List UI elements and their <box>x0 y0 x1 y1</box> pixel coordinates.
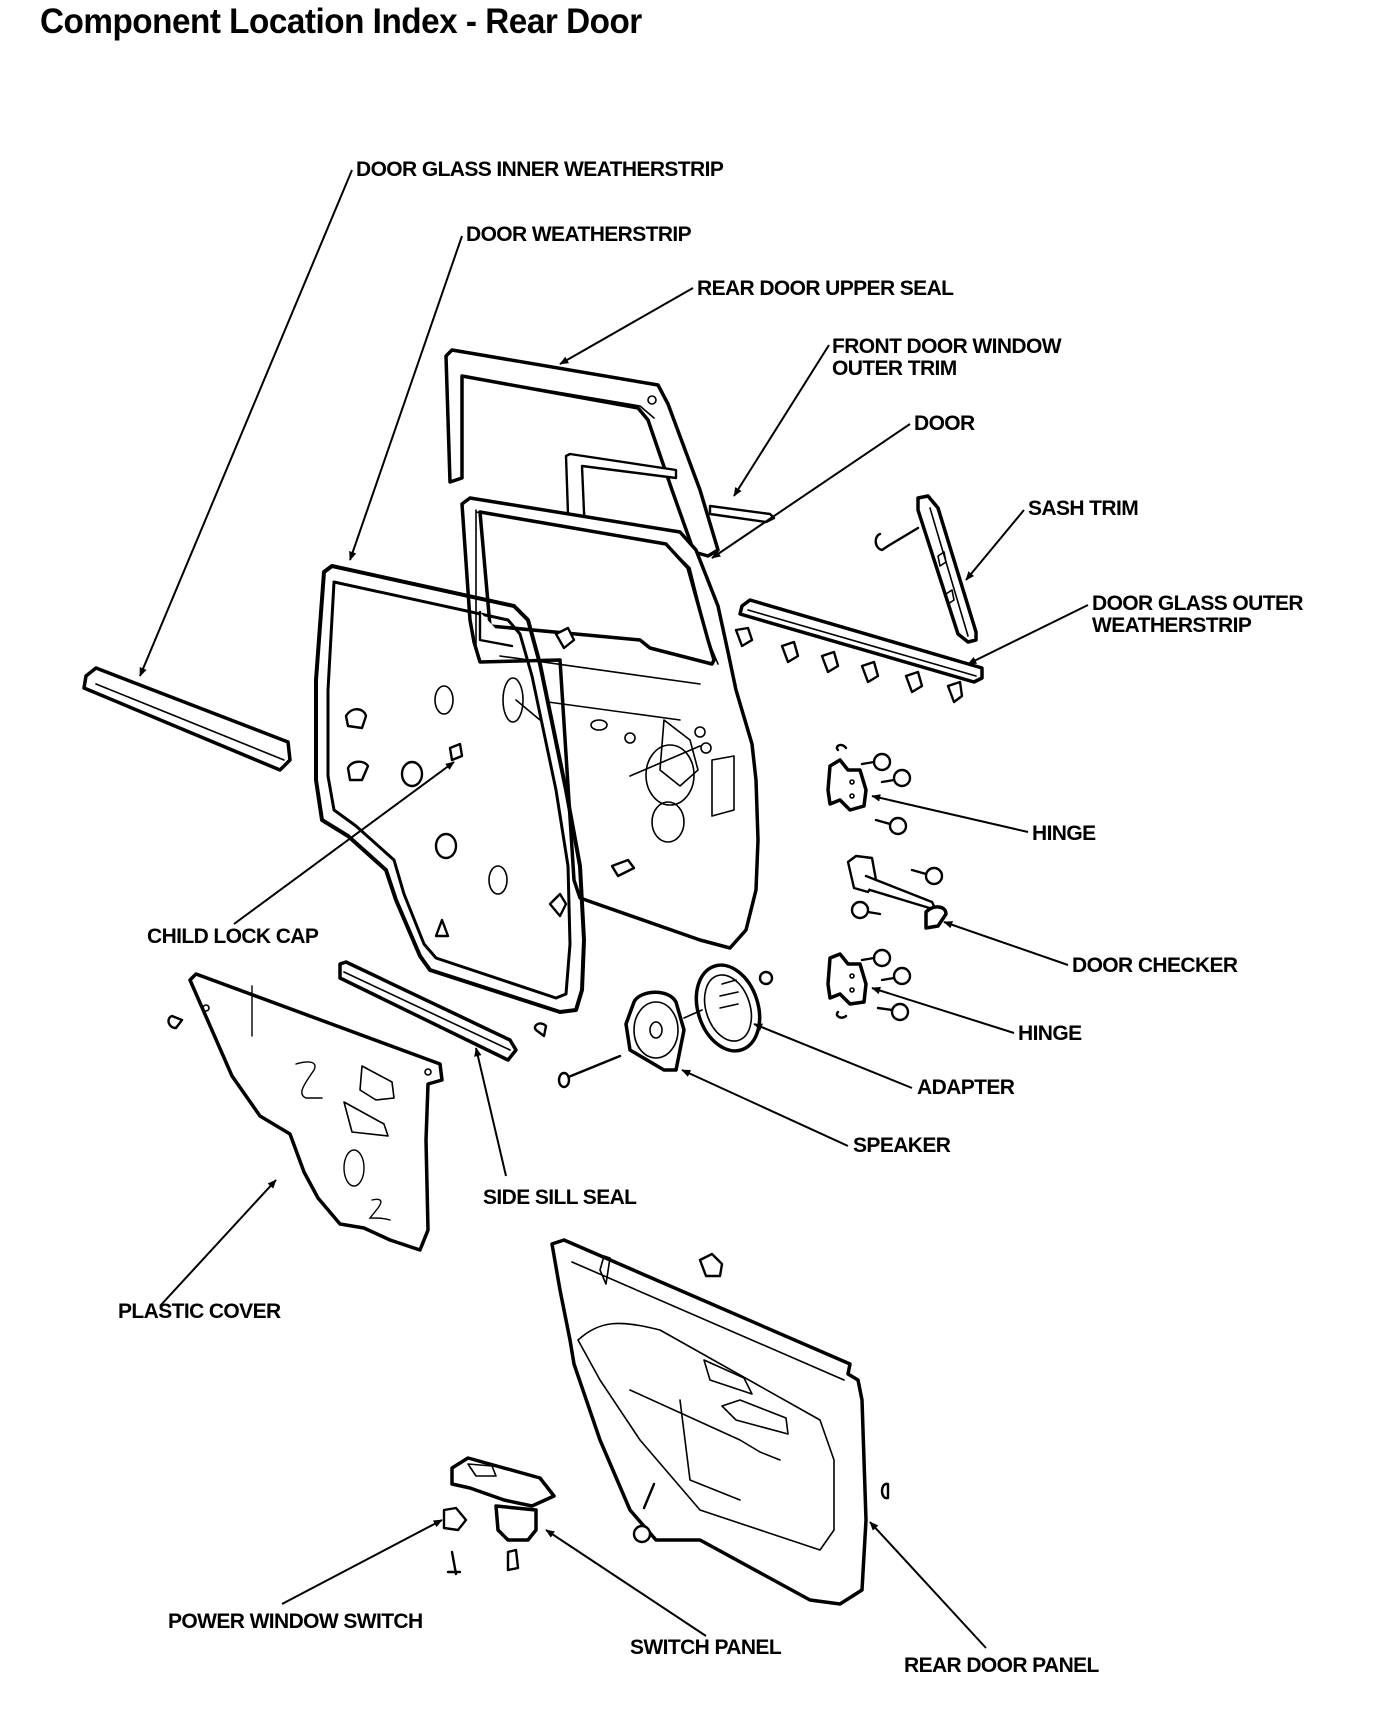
label-hinge-upper: HINGE <box>1032 822 1096 845</box>
leader-child-lock-cap <box>233 761 455 925</box>
hinge-lower-part <box>826 948 912 1022</box>
label-plastic-cover: PLASTIC COVER <box>118 1300 281 1323</box>
callout-labels: DOOR GLASS INNER WEATHERSTRIP DOOR WEATH… <box>118 158 1304 1677</box>
door-glass-outer-weatherstrip-part <box>734 598 984 704</box>
leader-rear-door-panel <box>869 1521 987 1649</box>
label-adapter: ADAPTER <box>917 1076 1015 1099</box>
page-title: Component Location Index - Rear Door <box>40 2 642 41</box>
leader-plastic-cover <box>159 1179 277 1307</box>
side-sill-seal-part <box>338 960 548 1062</box>
door-weatherstrip-part <box>314 564 586 1014</box>
label-front-door-window-outer-trim-line1: FRONT DOOR WINDOW <box>832 335 1062 358</box>
power-window-switch-part <box>442 1506 468 1576</box>
label-sash-trim: SASH TRIM <box>1028 497 1138 520</box>
door-glass-inner-weatherstrip-part <box>82 666 292 772</box>
label-rear-door-panel: REAR DOOR PANEL <box>904 1654 1100 1677</box>
door-part <box>460 496 760 950</box>
weatherstrip-clips <box>344 626 636 938</box>
label-front-door-window-outer-trim-line2: OUTER TRIM <box>832 357 957 380</box>
leader-door-checker <box>943 921 1069 966</box>
plastic-cover-part <box>167 972 444 1252</box>
leader-door <box>711 423 911 559</box>
leader-sash-trim <box>965 509 1025 581</box>
leader-lines <box>139 169 1089 1649</box>
label-child-lock-cap: CHILD LOCK CAP <box>147 925 319 948</box>
label-door-glass-outer-weatherstrip-line1: DOOR GLASS OUTER <box>1092 592 1303 615</box>
leader-door-weatherstrip <box>349 235 463 561</box>
leader-door-glass-outer-weatherstrip <box>967 604 1089 665</box>
rear-door-panel-part <box>550 1238 890 1606</box>
label-door: DOOR <box>914 412 975 435</box>
label-switch-panel: SWITCH PANEL <box>630 1636 782 1659</box>
label-rear-door-upper-seal: REAR DOOR UPPER SEAL <box>697 277 954 300</box>
speaker-part <box>557 990 703 1089</box>
label-speaker: SPEAKER <box>853 1134 951 1157</box>
label-door-glass-outer-weatherstrip-line2: WEATHERSTRIP <box>1092 614 1252 637</box>
label-door-glass-inner-weatherstrip: DOOR GLASS INNER WEATHERSTRIP <box>356 158 724 181</box>
leader-power-window-switch <box>281 1519 443 1605</box>
label-power-window-switch: POWER WINDOW SWITCH <box>168 1610 423 1633</box>
leader-door-glass-inner-weatherstrip <box>139 169 353 677</box>
leader-hinge-lower <box>871 986 1015 1034</box>
switch-panel-part <box>450 1456 556 1572</box>
label-side-sill-seal: SIDE SILL SEAL <box>483 1186 637 1209</box>
label-door-checker: DOOR CHECKER <box>1072 954 1238 977</box>
leader-front-door-window-outer-trim <box>733 344 830 497</box>
sash-trim-part <box>874 494 978 644</box>
label-door-weatherstrip: DOOR WEATHERSTRIP <box>466 223 692 246</box>
leader-adapter <box>753 1023 913 1089</box>
door-checker-part <box>846 854 948 930</box>
label-hinge-lower: HINGE <box>1018 1022 1082 1045</box>
leader-hinge-upper <box>871 794 1029 833</box>
leader-rear-door-upper-seal <box>559 287 694 365</box>
leader-side-sill-seal <box>474 1047 507 1177</box>
adapter-part <box>694 963 774 1053</box>
hinge-upper-part <box>826 743 912 836</box>
leader-speaker <box>681 1069 849 1147</box>
leader-switch-panel <box>545 1529 707 1637</box>
